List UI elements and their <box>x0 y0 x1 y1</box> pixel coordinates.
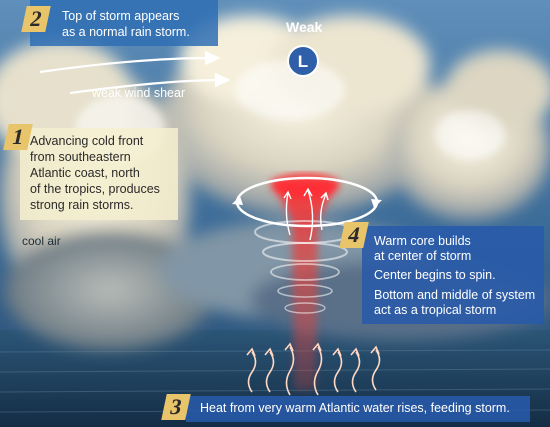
callout-number-2: 2 <box>21 6 51 32</box>
callout-2-line-1: Top of storm appears <box>62 9 180 23</box>
callout-4-line-2: at center of storm <box>374 249 472 263</box>
callout-2: 2 Top of storm appears as a normal rain … <box>21 0 218 46</box>
callout-number-3: 3 <box>161 394 191 420</box>
wind-shear-label: weak wind shear <box>92 86 186 100</box>
weak-label: Weak <box>286 19 323 35</box>
spin-ring-icon <box>232 176 382 228</box>
cool-air-label: cool air <box>22 234 61 248</box>
callout-number-4: 4 <box>339 222 369 248</box>
low-pressure-letter: L <box>298 52 308 71</box>
callout-1-line-3: Atlantic coast, north <box>30 166 140 180</box>
wind-arrow-icon <box>39 51 231 95</box>
callout-4-line-5: act as a tropical storm <box>374 303 497 317</box>
callout-number-1: 1 <box>3 124 33 150</box>
callout-1: 1 Advancing cold front from southeastern… <box>3 124 178 220</box>
callout-3-line-1: Heat from very warm Atlantic water rises… <box>200 401 510 415</box>
heat-wave-icon <box>246 342 381 396</box>
callout-1-line-1: Advancing cold front <box>30 134 144 148</box>
callout-4: 4 Warm core builds at center of storm Ce… <box>339 222 544 324</box>
low-pressure-icon: L <box>287 45 319 77</box>
callout-4-line-4: Bottom and middle of system <box>374 288 536 302</box>
callout-4-line-3: Center begins to spin. <box>374 268 496 282</box>
callout-3: 3 Heat from very warm Atlantic water ris… <box>161 394 530 422</box>
callout-4-line-1: Warm core builds <box>374 234 471 248</box>
callout-2-line-2: as a normal rain storm. <box>62 25 190 39</box>
callout-1-line-2: from southeastern <box>30 150 131 164</box>
callout-1-line-4: of the tropics, produces <box>30 182 160 196</box>
swirl-rings <box>254 220 356 314</box>
callout-1-line-5: strong rain storms. <box>30 198 134 212</box>
